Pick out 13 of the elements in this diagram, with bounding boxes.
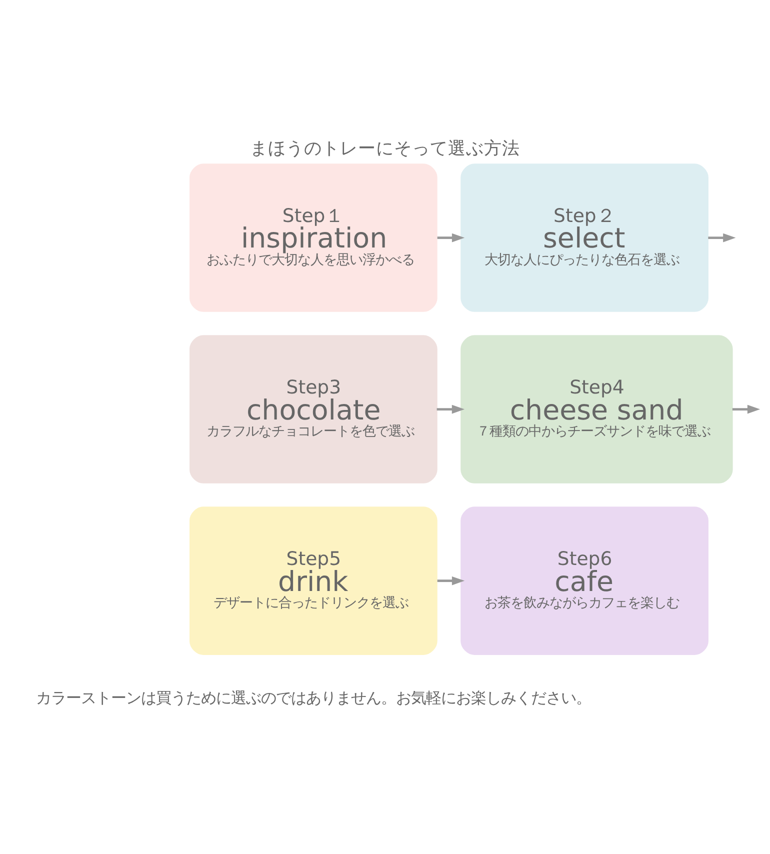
arrow xyxy=(708,233,736,242)
node-box: Step4 cheese sand ７種類の中からチーズサンドを味で選ぶ xyxy=(460,335,733,484)
node-box: Step１ inspiration おふたりで大切な人を思い浮かべる xyxy=(190,164,438,312)
diagram-title: まほうのトレーにそって選ぶ方法 xyxy=(250,139,520,160)
arrow xyxy=(732,404,760,414)
arrow xyxy=(436,404,465,414)
arrow xyxy=(437,233,465,242)
node-box: Step3 chocolate カラフルなチョコレートを色で選ぶ xyxy=(190,335,438,484)
node-box: Step２ select 大切な人にぴったりな色石を選ぶ xyxy=(460,164,708,312)
arrow xyxy=(437,576,465,586)
node-box: Step5 drink デザートに合ったドリンクを選ぶ xyxy=(190,506,438,655)
caption: カラーストーンは買うために選ぶのではありません。お気軽にお楽しみください。 xyxy=(36,688,591,707)
node-box: Step6 cafe お茶を飲みながらカフェを楽しむ xyxy=(460,506,708,655)
